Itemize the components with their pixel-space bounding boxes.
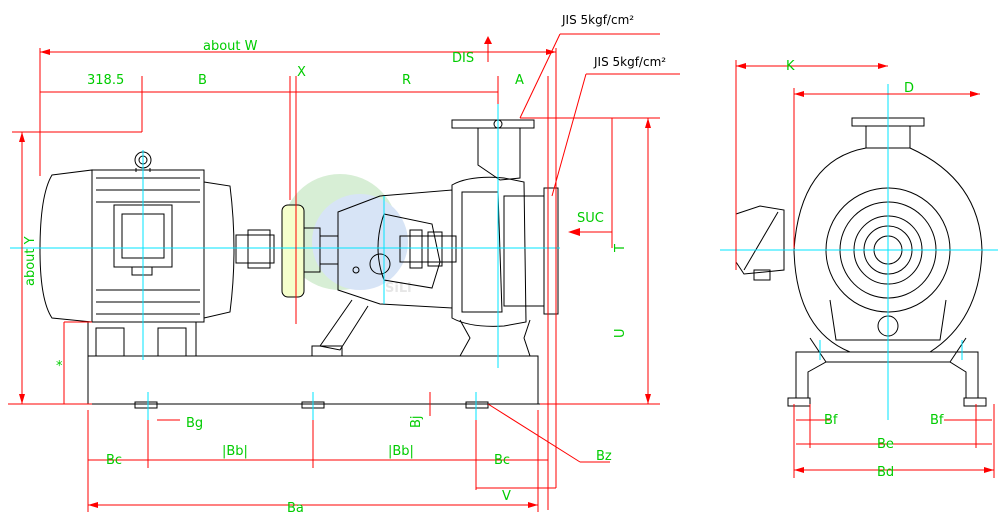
side-labels: K D Bf Bf Be Bd <box>786 59 944 480</box>
front-arrowheads <box>19 36 651 508</box>
label-bj: Bj <box>409 415 424 428</box>
front-labels: about W 318.5 B X R A DIS SUC JIS 5kgf/c… <box>23 13 666 516</box>
label-u: U <box>613 328 628 338</box>
label-jis-suction: JIS 5kgf/cm² <box>593 55 666 69</box>
coupling <box>281 204 305 298</box>
label-suc: SUC <box>577 211 604 226</box>
label-bz: Bz <box>596 449 612 464</box>
label-bb-1: |Bb| <box>222 444 248 459</box>
label-t: T <box>613 244 628 253</box>
label-b: B <box>198 73 207 88</box>
anchor-bolts <box>134 401 489 409</box>
front-dimension-lines <box>8 33 680 512</box>
label-318-5: 318.5 <box>87 73 124 88</box>
side-dimension-lines <box>735 60 995 478</box>
label-base-mark: * <box>56 359 63 374</box>
pump-casing <box>451 119 559 357</box>
side-centerlines <box>720 84 998 420</box>
label-bf-left: Bf <box>824 413 838 428</box>
front-centerlines <box>10 88 560 420</box>
label-bg: Bg <box>186 416 203 431</box>
front-view <box>39 119 559 409</box>
label-bc-right: Bc <box>494 453 510 468</box>
watermark-text: SiLi <box>385 281 412 296</box>
label-bf-right: Bf <box>930 413 944 428</box>
label-ba: Ba <box>287 501 304 516</box>
label-about-y: about Y <box>23 236 38 286</box>
motor <box>39 151 275 357</box>
label-x: X <box>297 65 306 80</box>
label-be: Be <box>877 437 894 452</box>
label-v: V <box>502 489 511 504</box>
label-bb-2: |Bb| <box>388 444 414 459</box>
label-dis: DIS <box>452 51 474 66</box>
label-a: A <box>515 73 524 88</box>
label-r: R <box>402 73 411 88</box>
side-view <box>735 117 987 407</box>
label-about-w: about W <box>203 39 258 54</box>
label-d: D <box>904 81 914 96</box>
label-jis-discharge: JIS 5kgf/cm² <box>561 13 634 27</box>
label-bd: Bd <box>877 465 894 480</box>
label-bc-left: Bc <box>106 453 122 468</box>
side-arrowheads <box>736 63 994 473</box>
label-k: K <box>786 59 795 74</box>
